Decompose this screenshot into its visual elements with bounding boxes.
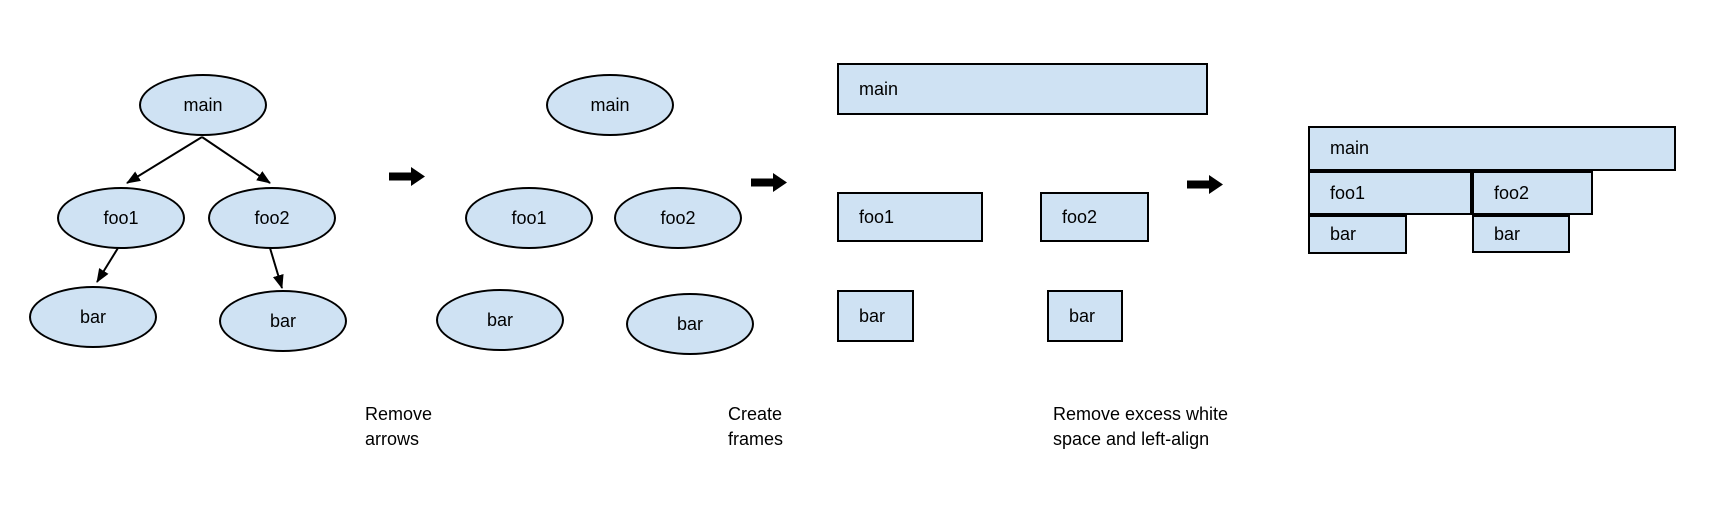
tree1-node-foo2: foo2 xyxy=(208,187,336,249)
flame-node-foo1: foo1 xyxy=(1308,171,1472,215)
step-arrow-1 xyxy=(389,167,425,186)
frames-node-foo1: foo1 xyxy=(837,192,983,242)
edge-foo2-bar xyxy=(269,247,284,289)
step-arrow-3 xyxy=(1187,175,1223,194)
frames-node-bar-right: bar xyxy=(1047,290,1123,342)
tree1-node-bar-left: bar xyxy=(29,286,157,348)
tree2-node-foo2: foo2 xyxy=(614,187,742,249)
tree2-node-foo1: foo1 xyxy=(465,187,593,249)
tree2-node-bar-right: bar xyxy=(626,293,754,355)
tree1-node-bar-right: bar xyxy=(219,290,347,352)
tree2-node-bar-left: bar xyxy=(436,289,564,351)
frames-node-foo2: foo2 xyxy=(1040,192,1149,242)
edge-main-foo1 xyxy=(126,136,203,184)
flame-node-main: main xyxy=(1308,126,1676,171)
flame-node-foo2: foo2 xyxy=(1472,171,1593,215)
edge-main-foo2 xyxy=(201,136,271,184)
step-label-create-frames: Create frames xyxy=(728,404,784,449)
tree1-node-main: main xyxy=(139,74,267,136)
flame-node-bar-left: bar xyxy=(1308,215,1407,254)
step-label-remove-whitespace: Remove excess white space and left-align xyxy=(1053,404,1229,449)
tree2-node-main: main xyxy=(546,74,674,136)
frames-node-main: main xyxy=(837,63,1208,115)
edge-foo1-bar xyxy=(96,247,119,283)
tree1-node-foo1: foo1 xyxy=(57,187,185,249)
step-label-remove-arrows: Remove arrows xyxy=(365,404,433,449)
frames-node-bar-left: bar xyxy=(837,290,914,342)
flame-node-bar-right: bar xyxy=(1472,215,1570,253)
step-arrow-2 xyxy=(751,173,787,192)
